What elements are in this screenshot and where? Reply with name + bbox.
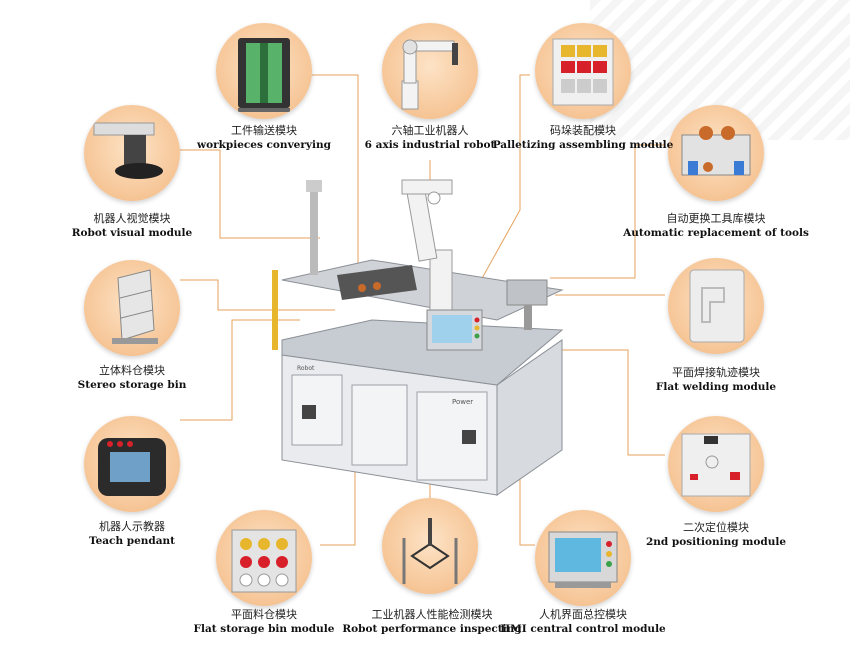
plate-label: Robot <box>297 365 315 372</box>
label-six-axis-robot: 六轴工业机器人 6 axis industrial robot <box>365 124 496 152</box>
label-zh: 自动更换工具库模块 <box>666 212 766 225</box>
label-zh: 人机界面总控模块 <box>539 608 627 621</box>
robot-arm-icon <box>382 23 478 119</box>
label-zh: 平面焊接轨迹模块 <box>672 366 760 379</box>
label-en: Palletizing assembling module <box>492 139 674 151</box>
label-palletizing-assembling: 码垛装配模块 Palletizing assembling module <box>493 124 674 152</box>
label-performance-inspecting: 工业机器人性能检测模块 Robot performance inspecting <box>342 608 521 636</box>
label-zh: 六轴工业机器人 <box>391 124 469 137</box>
label-en: Automatic replacement of tools <box>623 227 809 239</box>
label-en: Robot visual module <box>71 227 193 239</box>
label-flat-storage: 平面料仓模块 Flat storage bin module <box>194 608 335 636</box>
hmi-panel-icon <box>535 510 631 606</box>
label-en: Robot performance inspecting <box>342 623 522 635</box>
label-tool-replacement: 自动更换工具库模块 Automatic replacement of tools <box>623 212 809 240</box>
label-en: HMI central control module <box>500 623 666 635</box>
label-en: 6 axis industrial robot <box>364 139 496 151</box>
label-second-positioning: 二次定位模块 2nd positioning module <box>646 521 786 549</box>
label-en: 2nd positioning module <box>645 536 787 548</box>
label-stereo-storage: 立体料仓模块 Stereo storage bin <box>78 364 187 392</box>
label-hmi-control: 人机界面总控模块 HMI central control module <box>500 608 665 636</box>
label-zh: 工件输送模块 <box>230 124 297 137</box>
label-robot-visual: 机器人视觉模块 Robot visual module <box>72 212 192 240</box>
storage-rack-icon <box>84 260 180 356</box>
label-zh: 码垛装配模块 <box>550 124 616 137</box>
label-en: Stereo storage bin <box>77 379 187 391</box>
label-en: Flat storage bin module <box>193 623 335 635</box>
connector-positioning <box>560 349 665 456</box>
positioning-plate-icon <box>668 416 764 512</box>
tool-rack-icon <box>668 105 764 201</box>
camera-icon <box>84 105 180 201</box>
welding-plate-icon <box>668 258 764 354</box>
label-zh: 机器人视觉模块 <box>93 212 171 225</box>
label-zh: 立体料仓模块 <box>98 364 165 377</box>
conveyor-icon <box>216 23 312 119</box>
label-zh: 工业机器人性能检测模块 <box>371 608 493 621</box>
label-en: Teach pendant <box>88 535 176 547</box>
label-en: workpieces converying <box>197 139 331 151</box>
power-label: Power <box>452 398 473 406</box>
label-en: Flat welding module <box>655 381 777 393</box>
label-zh: 机器人示教器 <box>99 520 165 533</box>
label-workpieces-conveying: 工件输送模块 workpieces converying <box>197 124 331 152</box>
pallet-icon <box>535 23 631 119</box>
training-station-icon: Power Robot <box>272 179 564 496</box>
flat-bin-icon <box>216 510 312 606</box>
label-flat-welding: 平面焊接轨迹模块 Flat welding module <box>656 366 776 394</box>
label-zh: 平面料仓模块 <box>230 608 297 621</box>
label-teach-pendant: 机器人示教器 Teach pendant <box>89 520 175 548</box>
pendant-icon <box>84 416 180 512</box>
label-zh: 二次定位模块 <box>682 521 749 534</box>
inspection-frame-icon <box>382 498 478 594</box>
